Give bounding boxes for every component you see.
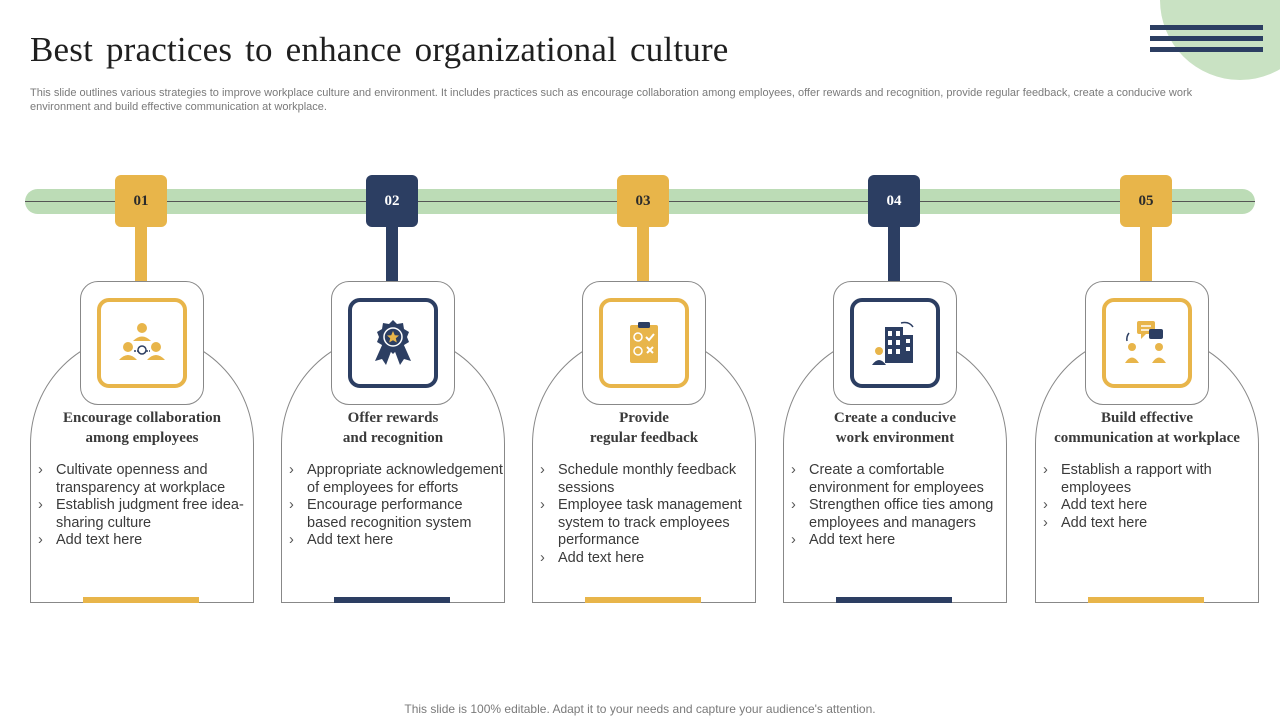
list-item: Add text here: [791, 532, 1005, 550]
list-item: Add text here: [289, 532, 503, 550]
list-item: Add text here: [1043, 497, 1257, 515]
step-points-list: Appropriate acknowledgement of employees…: [289, 462, 503, 550]
list-item: Add text here: [38, 532, 252, 550]
step-number-badge: 04: [868, 175, 920, 227]
list-item: Establish judgment free idea-sharing cul…: [38, 497, 252, 532]
communication-chat-icon: [1102, 298, 1192, 388]
list-item: Appropriate acknowledgement of employees…: [289, 462, 503, 497]
page-subtitle: This slide outlines various strategies t…: [30, 87, 1193, 113]
icon-frame: [1085, 281, 1209, 405]
list-item: Establish a rapport with employees: [1043, 462, 1257, 497]
icon-frame: [80, 281, 204, 405]
step-number-badge: 05: [1120, 175, 1172, 227]
footer-note: This slide is 100% editable. Adapt it to…: [404, 702, 876, 716]
base-accent-strip: [334, 597, 450, 603]
step-number-badge: 03: [617, 175, 669, 227]
team-collaboration-icon: [97, 298, 187, 388]
list-item: Schedule monthly feedback sessions: [540, 462, 754, 497]
list-item: Cultivate openness and transparency at w…: [38, 462, 252, 497]
list-item: Create a comfortable environment for emp…: [791, 462, 1005, 497]
step-number-badge: 02: [366, 175, 418, 227]
feedback-clipboard-icon: [599, 298, 689, 388]
step-points-list: Establish a rapport with employees Add t…: [1043, 462, 1257, 532]
list-item: Encourage performance based recognition …: [289, 497, 503, 532]
step-number-badge: 01: [115, 175, 167, 227]
menu-lines-icon: [1150, 25, 1263, 58]
list-item: Employee task management system to track…: [540, 497, 754, 550]
list-item: Add text here: [1043, 515, 1257, 533]
step-points-list: Cultivate openness and transparency at w…: [38, 462, 252, 550]
icon-frame: [331, 281, 455, 405]
page-title: Best practices to enhance organizational…: [30, 30, 729, 69]
base-accent-strip: [83, 597, 199, 603]
base-accent-strip: [836, 597, 952, 603]
icon-frame: [833, 281, 957, 405]
base-accent-strip: [585, 597, 701, 603]
office-building-icon: [850, 298, 940, 388]
award-ribbon-icon: [348, 298, 438, 388]
list-item: Strengthen office ties among employees a…: [791, 497, 1005, 532]
list-item: Add text here: [540, 550, 754, 568]
base-accent-strip: [1088, 597, 1204, 603]
step-points-list: Schedule monthly feedback sessions Emplo…: [540, 462, 754, 568]
icon-frame: [582, 281, 706, 405]
step-points-list: Create a comfortable environment for emp…: [791, 462, 1005, 550]
